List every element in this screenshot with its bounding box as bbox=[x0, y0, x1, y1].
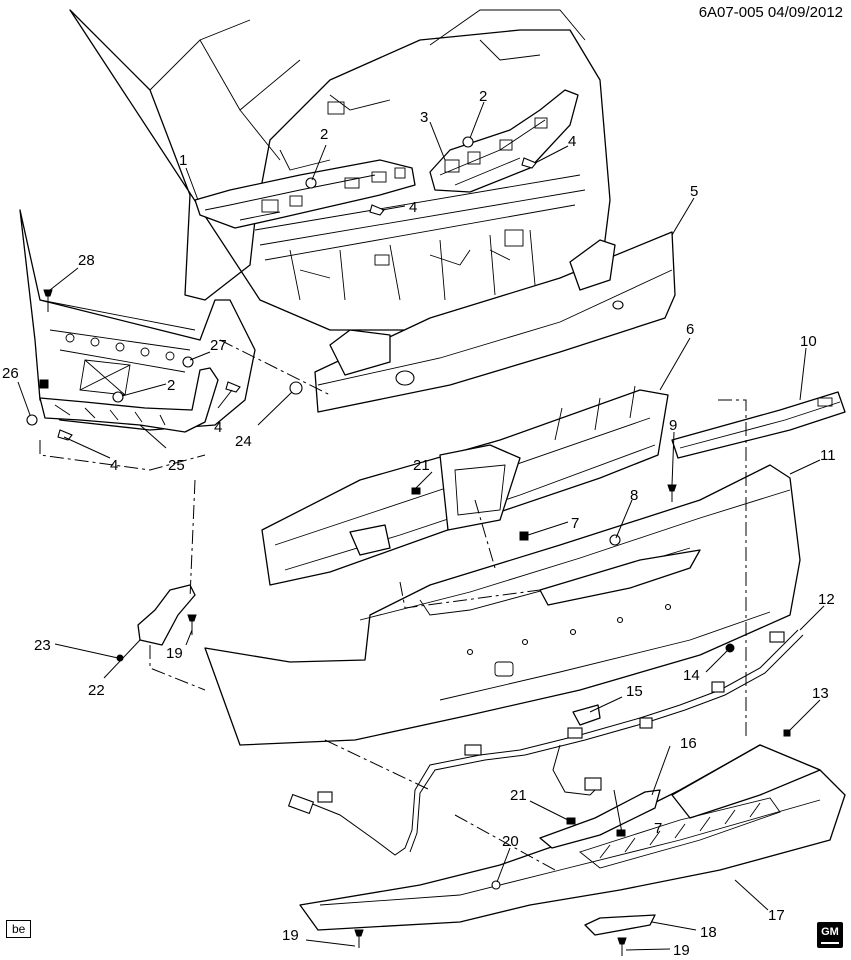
callout-7: 7 bbox=[571, 515, 579, 532]
callout-19: 19 bbox=[166, 645, 183, 662]
callout-4: 4 bbox=[409, 199, 417, 216]
callout-4: 4 bbox=[214, 419, 222, 436]
part-1-bumper-mounting-bracket-left bbox=[194, 159, 416, 229]
callout-22: 22 bbox=[88, 682, 105, 699]
part-10-bumper-upper-molding bbox=[671, 391, 846, 459]
assembly-reference-lines bbox=[39, 339, 747, 871]
clip-icon bbox=[112, 391, 124, 403]
diagram-reference-number: 6A07-005 04/09/2012 bbox=[698, 4, 843, 21]
callout-13: 13 bbox=[812, 685, 829, 702]
callout-4: 4 bbox=[110, 457, 118, 474]
callout-5: 5 bbox=[690, 183, 698, 200]
part-12-bumper-wiring-harness bbox=[287, 629, 804, 856]
clip-icon bbox=[566, 817, 576, 825]
callout-6: 6 bbox=[686, 321, 694, 338]
callout-1: 1 bbox=[179, 152, 187, 169]
clip-icon bbox=[519, 531, 529, 541]
clip-icon bbox=[616, 829, 626, 837]
part-6-bumper-energy-absorber bbox=[261, 385, 669, 586]
part-25-bumper-fascia-bracket-left bbox=[39, 367, 219, 433]
bolt-icon bbox=[354, 929, 364, 948]
part-17-lower-valance-panel bbox=[299, 744, 846, 931]
callout-8: 8 bbox=[630, 487, 638, 504]
callout-21: 21 bbox=[510, 787, 527, 804]
bolt-icon bbox=[43, 289, 53, 312]
part-15-fascia-cover bbox=[572, 704, 601, 726]
callout-11: 11 bbox=[820, 447, 836, 464]
bolt-icon bbox=[617, 937, 627, 956]
language-badge: be bbox=[6, 920, 32, 938]
callout-2: 2 bbox=[479, 88, 487, 105]
part-22-fascia-side-bracket bbox=[137, 584, 196, 646]
gm-logo-icon: GM bbox=[817, 922, 843, 948]
callout-18: 18 bbox=[700, 924, 717, 941]
part-16-valance-bracket bbox=[539, 789, 661, 849]
fastener-hardware bbox=[26, 136, 791, 956]
nut-icon bbox=[39, 379, 49, 389]
callout-10: 10 bbox=[800, 333, 817, 350]
callout-21: 21 bbox=[413, 457, 430, 474]
callout-3: 3 bbox=[420, 109, 428, 126]
clip-icon bbox=[182, 356, 194, 368]
callout-19: 19 bbox=[673, 942, 690, 959]
callout-2: 2 bbox=[320, 126, 328, 143]
callout-12: 12 bbox=[818, 591, 835, 608]
callout-4: 4 bbox=[568, 133, 576, 150]
callout-16: 16 bbox=[680, 735, 697, 752]
bolt-icon bbox=[57, 429, 73, 441]
callout-23: 23 bbox=[34, 637, 51, 654]
callout-28: 28 bbox=[78, 252, 95, 269]
callout-2: 2 bbox=[167, 377, 175, 394]
callout-labels: 1 2 2 2 3 4 4 4 4 5 6 7 7 8 9 10 11 12 1… bbox=[2, 88, 836, 959]
callout-26: 26 bbox=[2, 365, 19, 382]
bolt-icon bbox=[225, 381, 241, 393]
part-11-rear-bumper-fascia bbox=[204, 464, 801, 746]
bolt-icon bbox=[521, 157, 537, 169]
part-18-valance-lower-bracket bbox=[584, 914, 656, 936]
callout-27: 27 bbox=[210, 337, 227, 354]
callout-24: 24 bbox=[235, 433, 252, 450]
part-3-bumper-mounting-bracket-right bbox=[429, 89, 579, 193]
callout-19: 19 bbox=[282, 927, 299, 944]
callout-7: 7 bbox=[654, 820, 662, 837]
callout-15: 15 bbox=[626, 683, 643, 700]
bolt-icon bbox=[369, 204, 385, 216]
clip-icon bbox=[411, 487, 421, 495]
callout-25: 25 bbox=[168, 457, 185, 474]
nut-icon bbox=[26, 414, 38, 426]
callout-20: 20 bbox=[502, 833, 519, 850]
bolt-icon bbox=[667, 484, 677, 502]
clip-icon bbox=[305, 177, 317, 189]
callout-14: 14 bbox=[683, 667, 700, 684]
callout-leader-lines bbox=[17, 101, 825, 951]
clip-icon bbox=[491, 880, 501, 890]
bolt-icon bbox=[187, 614, 197, 635]
callout-17: 17 bbox=[768, 907, 785, 924]
clip-icon bbox=[462, 136, 474, 148]
nut-icon bbox=[289, 381, 303, 395]
part-5-bumper-impact-bar bbox=[314, 231, 676, 413]
callout-9: 9 bbox=[669, 417, 677, 434]
clip-icon bbox=[609, 534, 621, 546]
